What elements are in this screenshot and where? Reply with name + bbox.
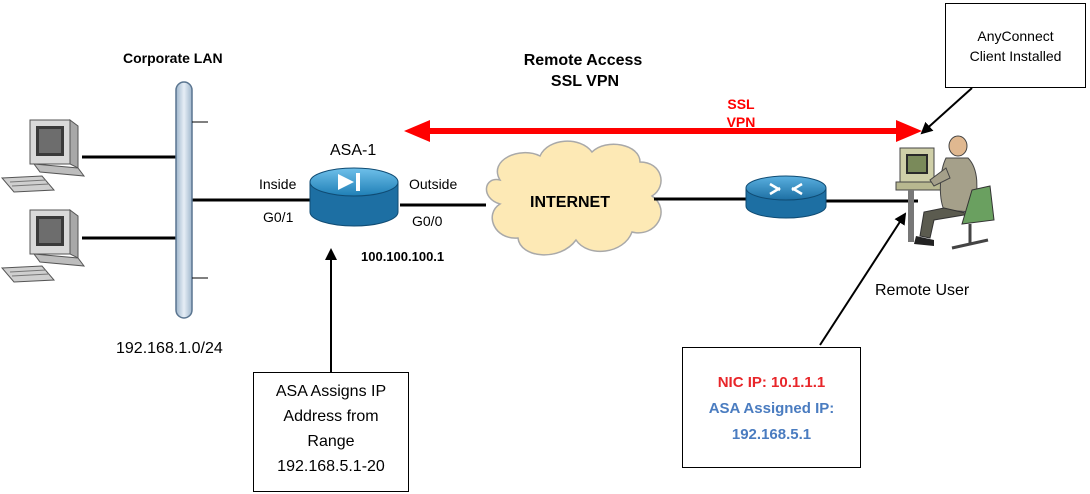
outside-port-label: G0/0 xyxy=(412,213,443,229)
internet-cloud-icon xyxy=(485,140,662,256)
asa-ip-label: 100.100.100.1 xyxy=(361,249,445,264)
anyconnect-pointer xyxy=(920,87,973,135)
internet-label: INTERNET xyxy=(530,194,610,211)
outside-label: Outside xyxy=(409,176,458,192)
remote-user-label: Remote User xyxy=(875,282,970,299)
vpn-title-line1: Remote Access xyxy=(523,52,643,69)
anyconnect-line2: Client Installed xyxy=(969,48,1062,64)
lan-links xyxy=(82,155,310,240)
lan-segment-bar xyxy=(175,81,208,319)
asa-pool-line4: 192.168.5.1-20 xyxy=(277,458,385,475)
nic-ip-pointer xyxy=(819,212,907,346)
asa-pool-line3: Range xyxy=(307,433,355,450)
lan-subnet-label: 192.168.1.0/24 xyxy=(116,340,223,357)
asa-assigned-ip: 192.168.5.1 xyxy=(731,426,812,443)
desktop-pc-icon xyxy=(0,209,86,283)
asa-firewall-icon xyxy=(309,167,399,227)
router-icon xyxy=(745,175,827,219)
nic-ip-line: NIC IP: 10.1.1.1 xyxy=(717,374,826,391)
vpn-title-line2: SSL VPN xyxy=(550,73,620,90)
remote-user-icon xyxy=(895,135,995,250)
anyconnect-callout: AnyConnect Client Installed xyxy=(945,3,1086,88)
asa-pool-callout: ASA Assigns IP Address from Range 192.16… xyxy=(253,372,409,492)
asa-name-label: ASA-1 xyxy=(330,142,377,159)
inside-port-label: G0/1 xyxy=(263,209,294,225)
asa-pool-line1: ASA Assigns IP xyxy=(275,383,387,400)
asa-assigned-label: ASA Assigned IP: xyxy=(708,400,835,417)
asa-pool-line2: Address from xyxy=(283,408,379,425)
anyconnect-line1: AnyConnect xyxy=(977,28,1054,44)
ssl-vpn-tunnel-arrow xyxy=(404,120,922,142)
inside-label: Inside xyxy=(259,176,297,192)
ssl-label-line2: VPN xyxy=(726,114,756,130)
desktop-pc-icon xyxy=(0,119,86,193)
corporate-lan-label: Corporate LAN xyxy=(123,50,223,66)
nic-ip-callout: NIC IP: 10.1.1.1 ASA Assigned IP: 192.16… xyxy=(682,347,861,468)
ssl-label-line1: SSL xyxy=(727,96,755,112)
